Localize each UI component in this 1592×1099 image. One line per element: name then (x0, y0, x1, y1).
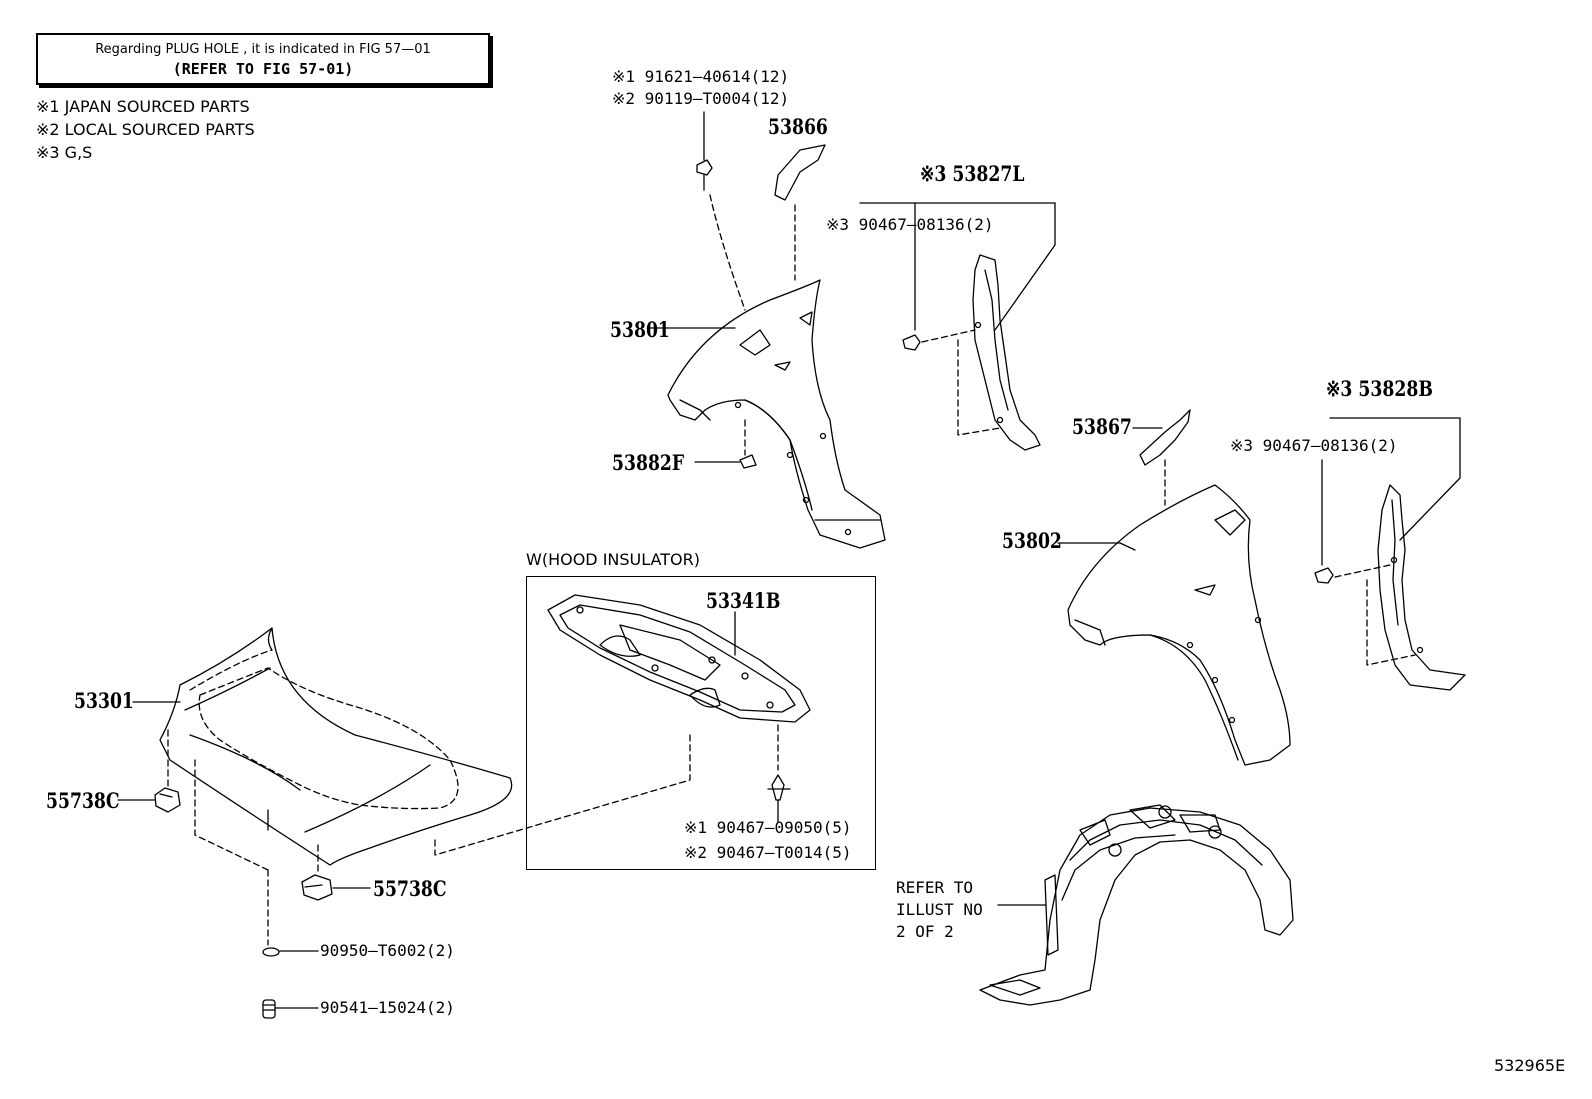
part-label-53866: 53866 (768, 114, 828, 139)
part-label-53802: 53802 (1002, 528, 1062, 553)
front-fender-53801 (667, 279, 886, 549)
part-label-53867: 53867 (1072, 414, 1132, 439)
fender-spacer-53867 (1132, 409, 1191, 506)
part-label-90467-09050: ※1 90467–09050(5) (684, 818, 852, 837)
part-label-90950: 90950–T6002(2) (320, 941, 455, 960)
part-label-90467-t0014: ※2 90467–T0014(5) (684, 843, 852, 862)
hood-stop-cushions (154, 787, 333, 1019)
part-label-55738c-bottom: 55738C (373, 876, 447, 901)
fender-liner-53827l (859, 202, 1056, 451)
part-label-53801: 53801 (610, 317, 670, 342)
part-label-90467-08136-b: ※3 90467–08136(2) (1230, 436, 1398, 455)
legend-item-2: ※2 LOCAL SOURCED PARTS (36, 120, 255, 139)
part-label-55738c-left: 55738C (46, 788, 120, 813)
refer-illust-line1: REFER TO (896, 878, 974, 897)
part-label-53827l: ※3 53827L (920, 161, 1025, 186)
part-label-90541: 90541–15024(2) (320, 998, 455, 1017)
legend-item-1: ※1 JAPAN SOURCED PARTS (36, 97, 250, 116)
part-label-90119: ※2 90119–T0004(12) (612, 89, 790, 108)
wheel-house-liner (979, 804, 1294, 1006)
front-fender-53802 (1057, 484, 1291, 766)
part-label-53301: 53301 (74, 688, 134, 713)
hood-insulator-53341b (547, 594, 811, 723)
refer-illust-line3: 2 OF 2 (896, 922, 954, 941)
part-label-53882f: 53882F (612, 450, 685, 475)
part-label-91621: ※1 91621–40614(12) (612, 67, 790, 86)
refer-note-box: Regarding PLUG HOLE , it is indicated in… (36, 33, 490, 85)
fender-bolt-and-spacer (649, 111, 826, 469)
fender-liner-53828b (1314, 417, 1466, 691)
legend-item-3: ※3 G,S (36, 143, 93, 162)
hood-insulator-box (526, 576, 876, 870)
refer-note-line2: (REFER TO FIG 57-01) (172, 60, 354, 78)
insulator-box-title: W(HOOD INSULATOR) (526, 550, 700, 569)
hood-leader-lines (117, 701, 691, 1009)
insulator-clip (734, 611, 791, 823)
figure-code: 532965E (1494, 1056, 1566, 1075)
refer-note-line1: Regarding PLUG HOLE , it is indicated in… (95, 42, 431, 57)
part-label-53828b: ※3 53828B (1326, 376, 1433, 401)
part-label-53341b: 53341B (706, 588, 781, 613)
refer-illust-line2: ILLUST NO (896, 900, 983, 919)
part-label-90467-08136-a: ※3 90467–08136(2) (826, 215, 994, 234)
hood-panel-53301 (159, 627, 513, 866)
